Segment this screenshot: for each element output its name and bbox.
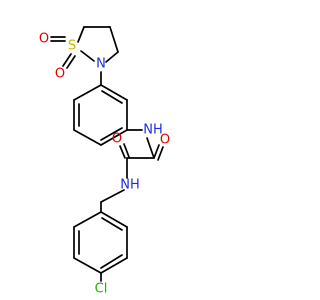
bond-ph1-4 [100,129,128,146]
atom-o-amide-1: O [160,133,170,148]
bond-s-o2-a [62,53,72,67]
bond-ph1-6 [100,84,128,101]
bond-ph2-4 [100,257,128,274]
bond-n-ring-s [80,50,95,62]
bond-network [50,26,164,282]
bond-ph1-3 [73,129,102,146]
atom-o-amide-2: O [112,132,122,147]
bond-ph1-inner-3 [101,90,123,104]
bond-c1-o1-b [157,146,164,161]
atom-nh-amide-1: NH [143,123,163,138]
bond-c1-o1-a [153,144,160,159]
bond-ph2-1 [73,211,102,228]
atom-o-sulfonyl-1: O [39,32,49,47]
bond-nh2-ch2 [100,189,125,203]
bond-ph1-1 [73,84,102,101]
bond-s-o2-b [66,55,76,69]
atom-n-ring: N [96,57,106,72]
atom-cl: Cl [95,282,108,297]
bond-nh1-c1 [146,137,155,159]
bond-c2-o2-b [123,143,130,158]
bond-ph2-6 [100,211,128,228]
atom-labels: S O O N NH O O NH Cl [39,32,170,297]
bond-ph1-inner-2 [100,127,123,141]
bond-ch2-n-ring [105,51,119,63]
bond-c2-o2-a [119,145,126,159]
bond-ch2-ch2-2 [109,26,119,53]
bond-ph2-3 [73,257,102,274]
molecule-structure-diagram: S O O N NH O O NH Cl [39,26,170,297]
atom-o-sulfonyl-2: O [55,67,65,82]
atom-nh-amide-2: NH [120,178,140,193]
atom-s: S [68,39,76,54]
bond-ph2-inner-2 [100,254,123,269]
bond-s-ch2 [77,26,85,43]
bond-ph2-inner-3 [101,217,123,231]
